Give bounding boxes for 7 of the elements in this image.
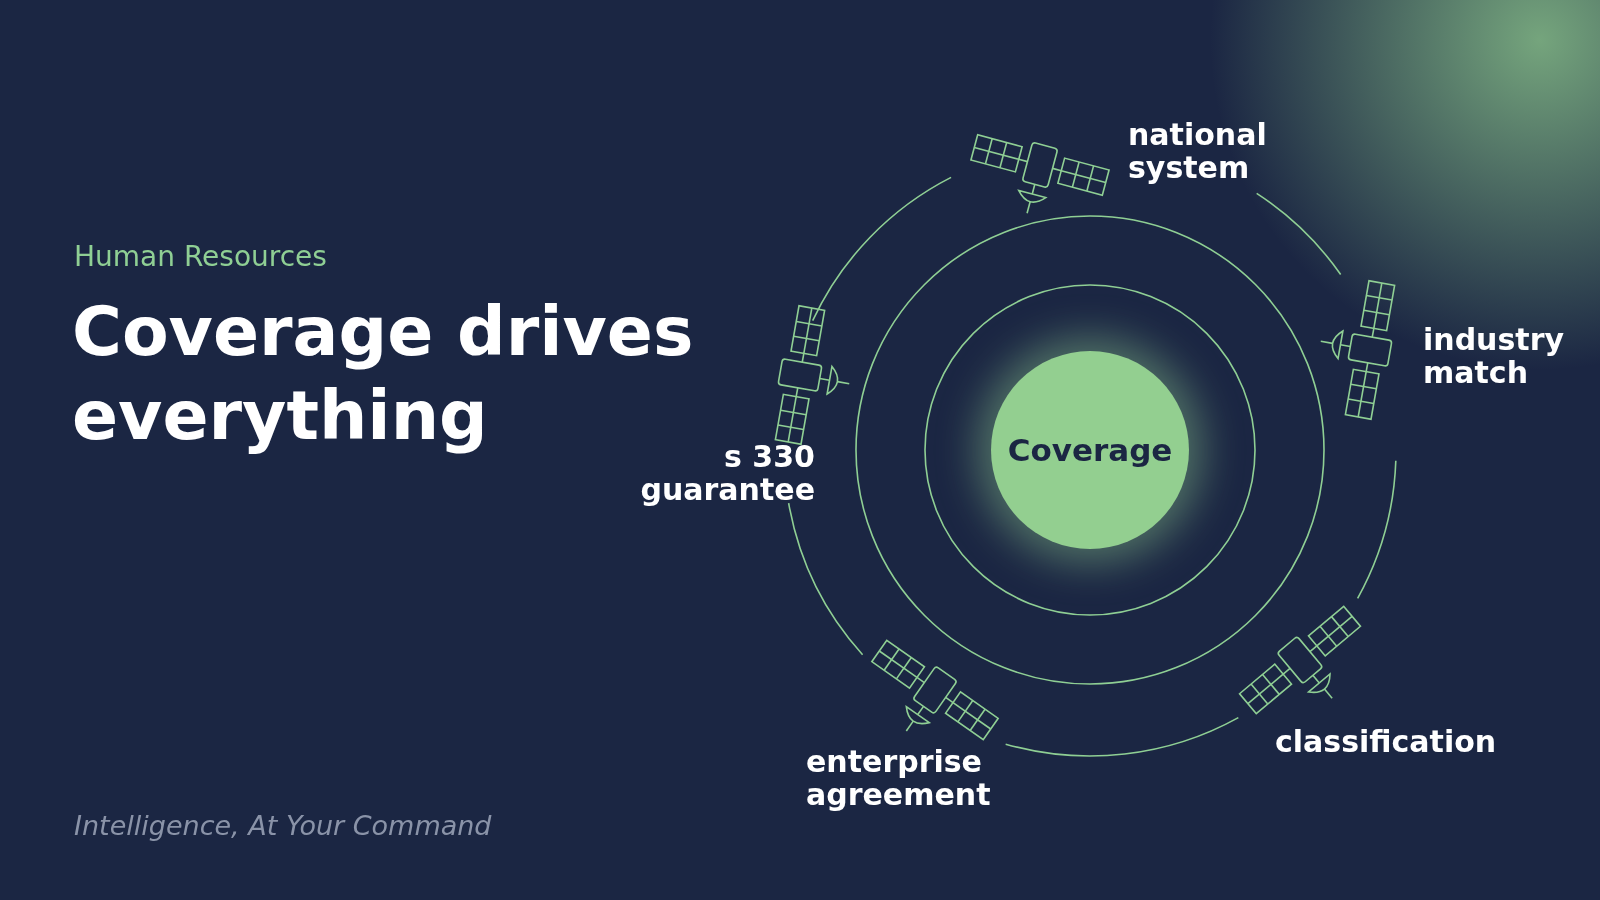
orbit-label: classification <box>1275 725 1497 758</box>
orbit-label: national system <box>1128 118 1268 184</box>
tagline: Intelligence, At Your Command <box>74 810 492 841</box>
orbit-label: enterprise agreement <box>806 745 992 811</box>
core-circle: Coverage <box>991 351 1189 549</box>
category-label: Human Resources <box>74 240 327 273</box>
orbit-label: industry match <box>1423 323 1566 389</box>
